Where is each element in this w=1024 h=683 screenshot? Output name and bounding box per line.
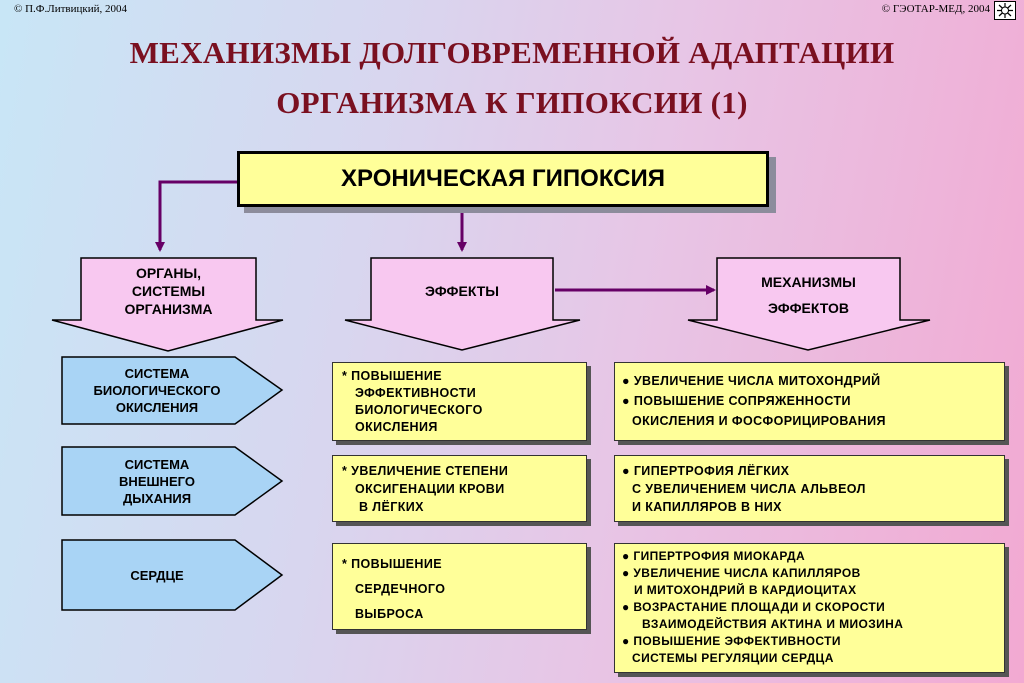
effect-box-3: * ПОВЫШЕНИЕ СЕРДЕЧНОГО ВЫБРОСА (332, 543, 587, 630)
publisher-logo-icon (994, 1, 1016, 20)
organs-arrow-shape (51, 257, 284, 352)
copyright-right: © ГЭОТАР-МЕД, 2004 (881, 3, 990, 15)
mechanism-box-2: ● ГИПЕРТРОФИЯ ЛЁГКИХ С УВЕЛИЧЕНИЕМ ЧИСЛА… (614, 455, 1005, 522)
effects-label: ЭФФЕКТЫ (425, 283, 499, 299)
system-label-1: СИСТЕМА БИОЛОГИЧЕСКОГО ОКИСЛЕНИЯ (93, 365, 221, 415)
mechanisms-arrow-shape (687, 257, 931, 351)
copyright-left: © П.Ф.Литвицкий, 2004 (14, 3, 127, 15)
slide-title-line1: МЕХАНИЗМЫ ДОЛГОВРЕМЕННОЙ АДАПТАЦИИ (129, 35, 895, 70)
effects-arrow-shape (344, 257, 581, 351)
effect-box-2: * УВЕЛИЧЕНИЕ СТЕПЕНИ ОКСИГЕНАЦИИ КРОВИ В… (332, 455, 587, 522)
system-pentagon-3 (61, 539, 284, 611)
system-pentagon-1 (61, 356, 284, 425)
effect-box-1: * ПОВЫШЕНИЕ ЭФФЕКТИВНОСТИ БИОЛОГИЧЕСКОГО… (332, 362, 587, 441)
system-pentagon-2 (61, 446, 284, 516)
system-label-3: СЕРДЦЕ (130, 567, 184, 583)
chronic-hypoxia-box: ХРОНИЧЕСКАЯ ГИПОКСИЯ (237, 151, 769, 207)
mechanism-box-1: ● УВЕЛИЧЕНИЕ ЧИСЛА МИТОХОНДРИЙ ● ПОВЫШЕН… (614, 362, 1005, 441)
slide-title-line2: ОРГАНИЗМА К ГИПОКСИИ (1) (276, 85, 748, 120)
organs-label: ОРГАНЫ, СИСТЕМЫ ОРГАНИЗМА (124, 265, 213, 317)
connector-to-organs (155, 180, 237, 252)
mechanisms-label: МЕХАНИЗМЫ ЭФФЕКТОВ (761, 274, 856, 316)
mechanism-box-3: ● ГИПЕРТРОФИЯ МИОКАРДА ● УВЕЛИЧЕНИЕ ЧИСЛ… (614, 543, 1005, 673)
system-label-2: СИСТЕМА ВНЕШНЕГО ДЫХАНИЯ (119, 456, 195, 506)
